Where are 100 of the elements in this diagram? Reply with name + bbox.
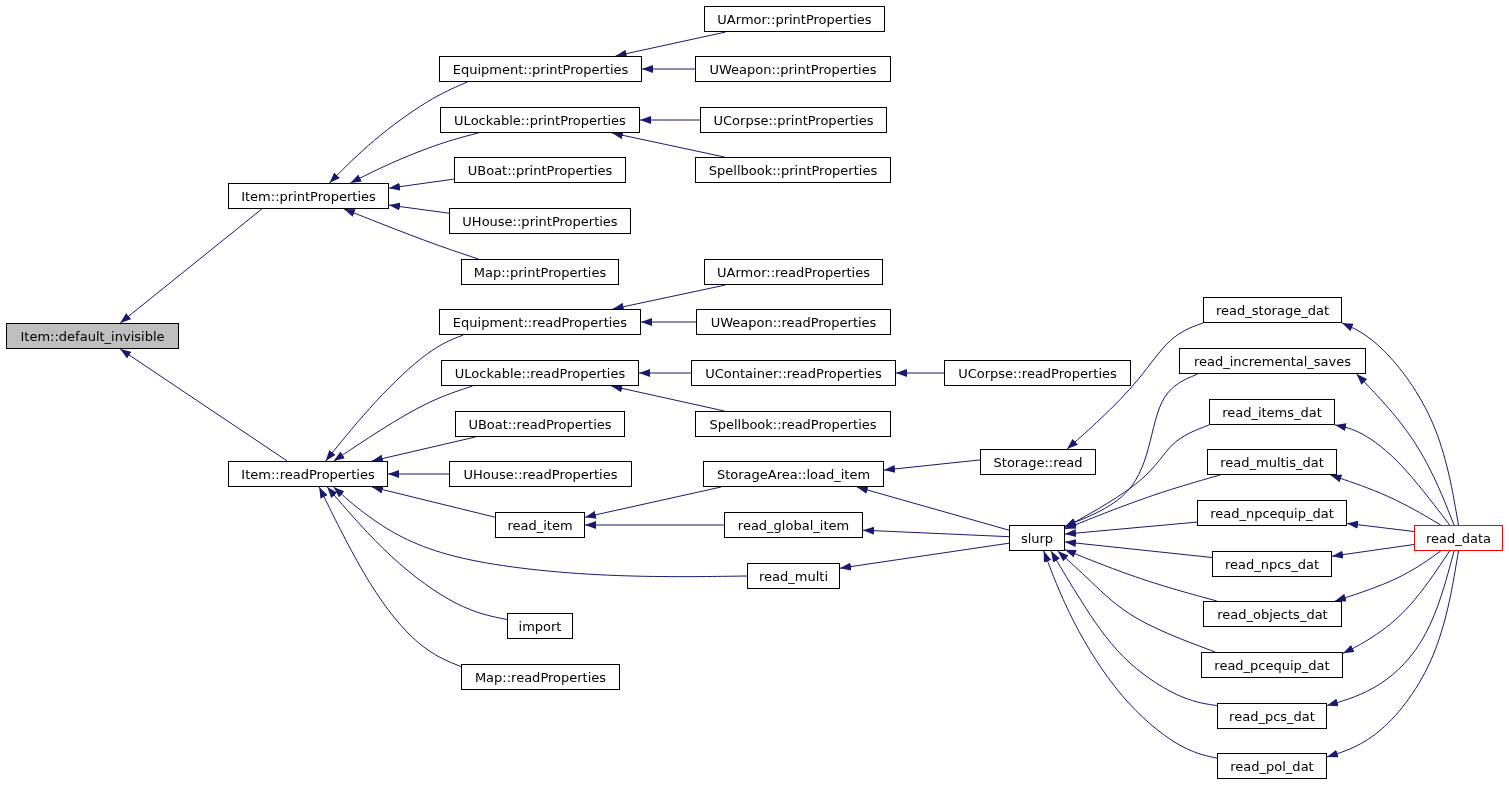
function-name: UHouse::printProperties	[462, 213, 618, 229]
call-arrow	[1356, 373, 1455, 526]
function-box	[1207, 449, 1337, 475]
call-arrow	[839, 542, 1010, 571]
function-name: UWeapon::readProperties	[710, 314, 877, 330]
function-name: read_npcs_dat	[1225, 556, 1319, 572]
function-name: import	[518, 618, 562, 634]
call-arrow	[371, 436, 476, 463]
call-arrow	[641, 65, 696, 73]
call-arrow	[349, 132, 479, 184]
call-arrow	[1326, 550, 1459, 758]
call-arrow	[333, 486, 748, 578]
function-name: slurp	[1020, 530, 1054, 546]
function-box	[228, 183, 389, 209]
call-arrow	[1330, 474, 1442, 526]
function-name: Spellbook::readProperties	[709, 416, 877, 432]
call-arrow	[388, 202, 450, 214]
function-name: read_storage_dat	[1216, 302, 1329, 318]
function-name: read_global_item	[737, 517, 850, 533]
function-box	[1414, 525, 1503, 551]
function-box	[703, 461, 884, 487]
call-arrow	[326, 486, 508, 620]
function-name: read_pcs_dat	[1229, 708, 1315, 724]
call-arrow	[119, 208, 263, 324]
call-arrow	[1050, 550, 1218, 707]
function-box	[441, 360, 639, 386]
function-box	[695, 411, 891, 437]
call-arrow	[388, 178, 455, 191]
call-arrow	[328, 81, 468, 184]
function-box	[449, 461, 632, 487]
function-name: StorageArea::load_item	[716, 466, 871, 482]
function-name: Equipment::readProperties	[452, 314, 628, 330]
function-name: UArmor::printProperties	[717, 11, 872, 27]
call-arrow	[584, 486, 722, 519]
function-name: Equipment::printProperties	[452, 61, 629, 77]
function-name: read_incremental_saves	[1193, 353, 1352, 369]
function-box	[1203, 297, 1342, 323]
function-name: UArmor::readProperties	[717, 264, 870, 280]
function-name: UHouse::readProperties	[463, 466, 618, 482]
function-box	[1197, 500, 1347, 526]
function-box	[696, 309, 891, 335]
call-arrow	[325, 334, 464, 462]
function-name: UBoat::printProperties	[467, 162, 613, 178]
function-box	[724, 512, 863, 538]
call-arrow	[856, 486, 1010, 531]
call-arrow	[895, 369, 945, 377]
function-name: read_data	[1425, 530, 1492, 546]
function-name: Map::readProperties	[474, 669, 607, 685]
function-name: read_multi	[759, 568, 828, 584]
function-box	[1203, 601, 1342, 627]
function-name: Item::printProperties	[241, 188, 376, 204]
call-arrow	[1331, 544, 1415, 559]
call-arrow	[883, 459, 981, 473]
function-box	[695, 56, 891, 82]
function-box	[454, 157, 626, 183]
function-box	[439, 56, 642, 82]
call-arrow	[862, 526, 1010, 538]
function-box	[1009, 525, 1065, 551]
call-arrow	[1064, 474, 1221, 530]
call-arrow	[318, 486, 462, 668]
function-box	[704, 259, 883, 285]
call-arrow	[1064, 539, 1213, 558]
call-arrow	[611, 131, 725, 158]
function-name: UCorpse::readProperties	[958, 365, 1117, 381]
call-arrow	[1064, 424, 1210, 529]
call-arrow	[333, 385, 474, 462]
call-arrow	[1057, 550, 1216, 653]
call-arrow	[343, 208, 479, 260]
function-box	[1201, 652, 1343, 678]
call-arrow	[1342, 550, 1451, 654]
call-arrow	[1064, 549, 1218, 602]
call-arrow	[584, 521, 725, 529]
function-box	[1212, 551, 1332, 577]
function-name: read_multis_dat	[1220, 454, 1324, 470]
call-arrow	[1346, 520, 1415, 532]
function-name: Item::default_invisible	[20, 328, 165, 344]
function-name: Map::printProperties	[473, 264, 607, 280]
call-arrow	[1326, 550, 1455, 707]
function-name: read_items_dat	[1222, 404, 1322, 420]
call-arrow	[1043, 550, 1218, 759]
function-name: ULockable::readProperties	[454, 365, 626, 381]
function-box	[695, 157, 891, 183]
function-box	[440, 107, 640, 133]
call-arrow	[638, 369, 692, 377]
function-box	[944, 360, 1131, 386]
function-box	[6, 323, 179, 349]
function-box	[704, 6, 885, 32]
call-arrow	[1334, 423, 1451, 526]
function-name: UWeapon::printProperties	[709, 61, 877, 77]
function-name: ULockable::printProperties	[454, 112, 626, 128]
function-box	[495, 512, 585, 538]
function-box	[1217, 703, 1327, 729]
function-box	[439, 309, 641, 335]
function-box	[507, 613, 573, 639]
call-arrow	[639, 116, 701, 124]
call-arrow	[119, 348, 288, 462]
function-box	[449, 208, 631, 234]
function-box	[980, 449, 1096, 475]
function-box	[461, 259, 619, 285]
function-name: UCorpse::printProperties	[713, 112, 874, 128]
